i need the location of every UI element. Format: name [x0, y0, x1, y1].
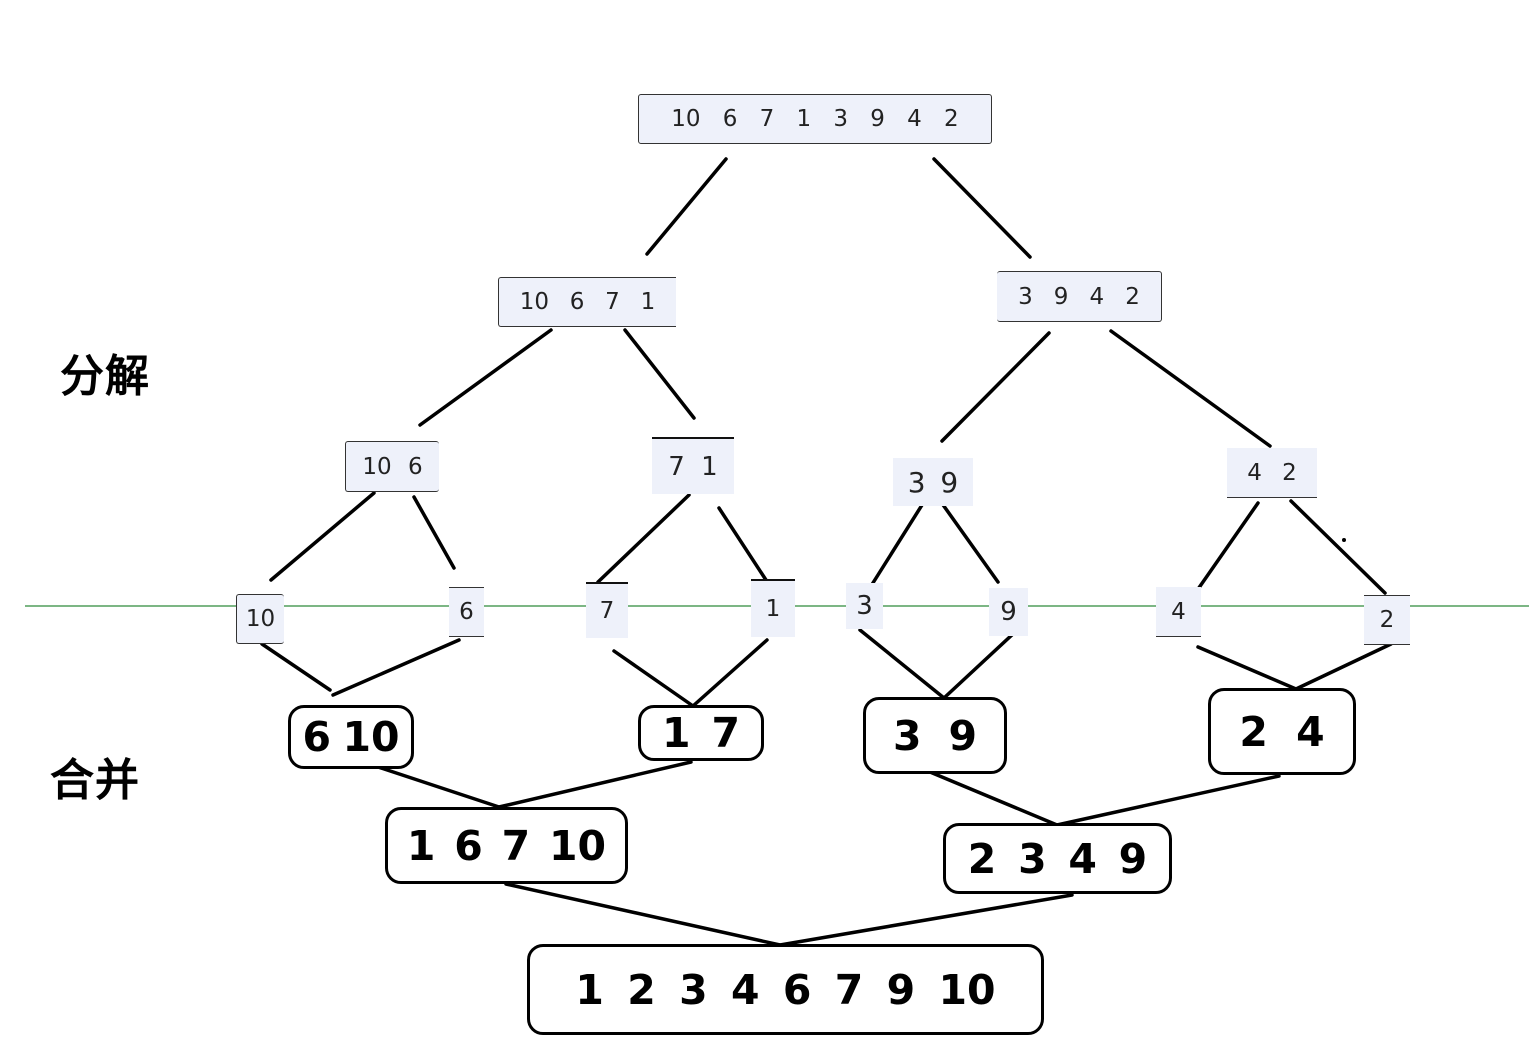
decompose-label: 分解	[60, 351, 150, 402]
merge-pair-a-value: 10	[342, 713, 400, 761]
merge-final-value: 4	[730, 965, 760, 1014]
split-root-value: 3	[833, 106, 849, 132]
split-root-value: 7	[759, 106, 775, 132]
merge-quad-right-value: 3	[1018, 834, 1047, 883]
split-right-half-value: 4	[1089, 283, 1105, 310]
leaf-6: 4	[1156, 587, 1201, 637]
split-quarter-d-value: 4	[1247, 459, 1262, 486]
merge-pair-b-value: 1	[661, 709, 691, 757]
split-right-half-value: 9	[1053, 283, 1069, 310]
merge-quad-right-value: 4	[1068, 834, 1097, 883]
merge-quad-left-value: 6	[454, 821, 483, 870]
merge-quad-right-value: 9	[1118, 834, 1148, 883]
split-quarter-b-value: 1	[701, 451, 718, 482]
merge-quad-right-value: 2	[967, 834, 997, 883]
merge-final-value: 9	[886, 965, 916, 1014]
leaf-1: 6	[449, 587, 484, 637]
split-root-value: 2	[944, 106, 959, 132]
leaf-3: 1	[751, 579, 795, 637]
split-root-value: 6	[722, 106, 738, 132]
split-left-half-value: 7	[605, 289, 620, 315]
split-root-value: 9	[870, 106, 885, 132]
merge-quad-left-value: 7	[501, 821, 531, 870]
split-left-half-value: 6	[569, 289, 585, 315]
merge-quad-left-value: 10	[549, 821, 607, 870]
merge-label: 合并	[50, 755, 140, 806]
split-right-half-value: 2	[1125, 283, 1140, 310]
merge-quad-left-value: 1	[406, 821, 436, 870]
split-quarter-b-value: 7	[668, 451, 685, 482]
merge-final-value: 6	[782, 965, 812, 1014]
split-right-half-value: 3	[1018, 283, 1033, 310]
merge-pair-c-value: 9	[948, 711, 977, 760]
leaf-0: 10	[236, 594, 284, 644]
merge-pair-b-value: 7	[711, 709, 740, 757]
leaf-2: 7	[586, 582, 628, 638]
leaf-5: 9	[989, 588, 1028, 636]
split-quarter-d-value: 2	[1282, 459, 1297, 486]
merge-final-value: 3	[679, 965, 708, 1014]
merge-final-value: 2	[627, 965, 656, 1014]
merge-final-value: 10	[938, 965, 996, 1014]
merge-pair-d-value: 2	[1239, 707, 1268, 756]
split-quarter-c-value: 9	[940, 465, 959, 499]
split-left-half-value: 1	[640, 289, 656, 315]
merge-pair-a-value: 6	[302, 713, 331, 761]
split-root-value: 1	[796, 106, 812, 132]
merge-final-value: 7	[834, 965, 864, 1014]
split-quarter-c-value: 3	[907, 465, 926, 499]
split-quarter-a-value: 6	[408, 453, 423, 480]
leaf-4: 3	[846, 583, 883, 629]
merge-pair-d-value: 4	[1296, 707, 1325, 756]
split-root-value: 10	[671, 106, 701, 132]
leaf-7: 2	[1364, 595, 1410, 645]
merge-pair-c-value: 3	[892, 711, 922, 760]
split-root-value: 4	[907, 106, 922, 132]
merge-final-value: 1	[575, 965, 604, 1014]
split-quarter-a-value: 10	[362, 453, 392, 480]
split-quarter-a: 10 6	[345, 441, 439, 492]
split-left-half-value: 10	[519, 289, 550, 315]
